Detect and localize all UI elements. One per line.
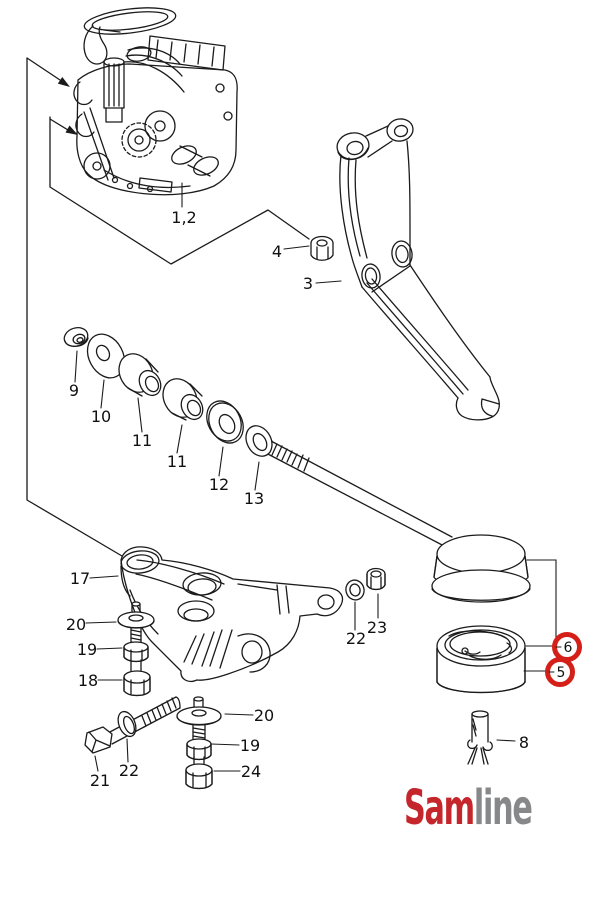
callout-10: 10 bbox=[91, 407, 111, 426]
callout-9: 9 bbox=[69, 381, 79, 400]
callout-21: 21 bbox=[90, 771, 110, 790]
callout-17: 17 bbox=[70, 569, 90, 588]
bracket-3-illustration bbox=[336, 118, 500, 421]
bolt-21-illustration bbox=[84, 696, 181, 754]
callout-8: 8 bbox=[519, 733, 529, 752]
frame-reference-lines bbox=[26, 57, 310, 557]
callout-13: 13 bbox=[244, 489, 264, 508]
callout-5-highlighted: 5 bbox=[557, 665, 566, 681]
callout-19-left: 19 bbox=[77, 640, 97, 659]
callout-1-2: 1,2 bbox=[171, 208, 196, 227]
callout-11-a: 11 bbox=[132, 431, 152, 450]
callout-22-bolt: 22 bbox=[119, 761, 139, 780]
logo-text-secondary: line bbox=[473, 780, 533, 836]
leader-lines bbox=[74, 182, 557, 772]
callout-22-upper: 22 bbox=[346, 629, 366, 648]
highlighted-callouts: 6 5 bbox=[545, 632, 582, 687]
washer-22-nut-23-illustration bbox=[345, 567, 386, 601]
pin-8-illustration bbox=[467, 710, 493, 765]
mount-bushing-illustration bbox=[436, 625, 526, 694]
engine-illustration bbox=[73, 7, 238, 196]
callout-18: 18 bbox=[78, 671, 98, 690]
logo-text-primary: Sam bbox=[404, 780, 475, 836]
callout-20-left: 20 bbox=[66, 615, 86, 634]
hardware-row-illustrations bbox=[63, 327, 273, 457]
callout-labels: 1,2 3 4 9 10 11 11 12 13 17 20 19 18 21 … bbox=[66, 208, 529, 790]
samline-logo: Samline bbox=[404, 780, 533, 836]
callout-20-bottom: 20 bbox=[254, 706, 274, 725]
callout-24: 24 bbox=[241, 762, 261, 781]
mount-cap-illustration bbox=[431, 534, 531, 603]
nut-4-illustration bbox=[310, 235, 334, 261]
callout-11-b: 11 bbox=[167, 452, 187, 471]
callout-4: 4 bbox=[272, 242, 282, 261]
callout-6-highlighted: 6 bbox=[564, 640, 573, 656]
stabilizer-rod-illustration bbox=[263, 440, 453, 548]
callout-12: 12 bbox=[209, 475, 229, 494]
highlight-ring-5 bbox=[545, 657, 575, 687]
callout-3: 3 bbox=[303, 274, 313, 293]
callout-23: 23 bbox=[367, 618, 387, 637]
callout-19-bottom: 19 bbox=[240, 736, 260, 755]
bolt-stack-left-illustration bbox=[117, 601, 155, 697]
bracket-17-illustration bbox=[120, 546, 344, 683]
bolt-stack-bottom-illustration bbox=[176, 696, 222, 790]
